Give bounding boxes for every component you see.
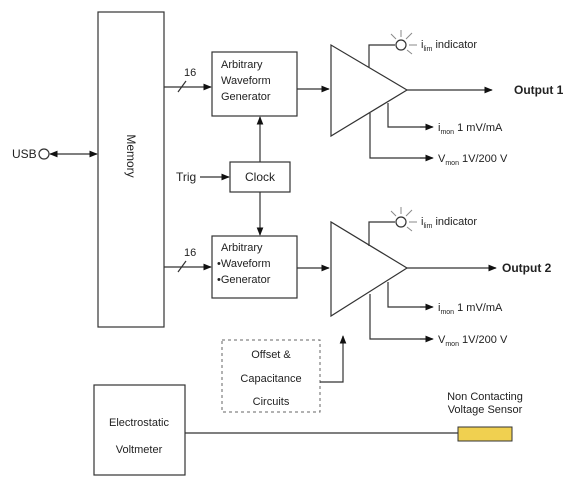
ilim-1-lamp-icon [395,39,407,51]
ilim-2-rays-icon [390,207,417,232]
memory-label: Memory [124,134,138,177]
imon-2-label: imon 1 mV/mA [438,302,503,316]
output-2-label: Output 2 [502,261,552,275]
usb-port-icon [38,148,50,160]
voltmeter-line-2: Voltmeter [116,444,163,456]
awg-2-block: Arbitrary •Waveform •Generator [211,235,298,299]
sensor-line-1: Non Contacting [447,391,523,403]
awg-1-line-1: Arbitrary [221,59,263,71]
awg-1-line-2: Waveform [221,75,271,87]
offset-line-3: Circuits [253,396,290,408]
awg-1-block: Arbitrary Waveform Generator [211,51,298,117]
usb-label: USB [12,147,37,161]
sensor-line-2: Voltage Sensor [448,404,523,416]
bus-width-2: 16 [184,247,196,259]
vmon-2-wire [369,294,432,340]
ilim-2-label: ilim indicator [421,216,477,230]
bus-slash-1 [177,80,187,93]
awg-2-line-2: •Waveform [217,258,271,270]
awg-2-line-3: •Generator [217,274,271,286]
ilim-1-rays-icon [390,30,417,55]
awg-2-line-1: Arbitrary [221,242,263,254]
offset-line-2: Capacitance [240,373,301,385]
vmon-1-label: Vmon 1V/200 V [438,153,508,167]
imon-2-wire [387,282,432,308]
bus-slash-2 [177,260,187,273]
voltmeter-line-1: Electrostatic [109,417,169,429]
vmon-2-label: Vmon 1V/200 V [438,334,508,348]
imon-1-wire [387,103,432,128]
trig-label: Trig [176,170,196,184]
ilim-1-wire [368,44,395,67]
amplifier-1 [330,43,409,138]
voltmeter-block: Electrostatic Voltmeter [93,384,186,476]
ilim-1-label: ilim indicator [421,39,477,53]
offset-line-1: Offset & [251,349,291,361]
clock-label: Clock [245,170,276,184]
clock-block: Clock [229,161,291,193]
ilim-2-lamp-icon [395,216,407,228]
usb-port: USB [12,147,98,161]
bus-width-1: 16 [184,67,196,79]
output-1-label: Output 1 [514,83,564,97]
offset-to-amp2-arrow [320,335,347,383]
memory-block: Memory [97,11,165,328]
awg-1-line-3: Generator [221,91,271,103]
offset-capacitance-block: Offset & Capacitance Circuits [221,339,321,413]
ilim-2-wire [368,221,395,246]
imon-1-label: imon 1 mV/mA [438,122,503,136]
vmon-1-wire [369,113,432,159]
voltage-sensor: Non Contacting Voltage Sensor [447,391,523,442]
